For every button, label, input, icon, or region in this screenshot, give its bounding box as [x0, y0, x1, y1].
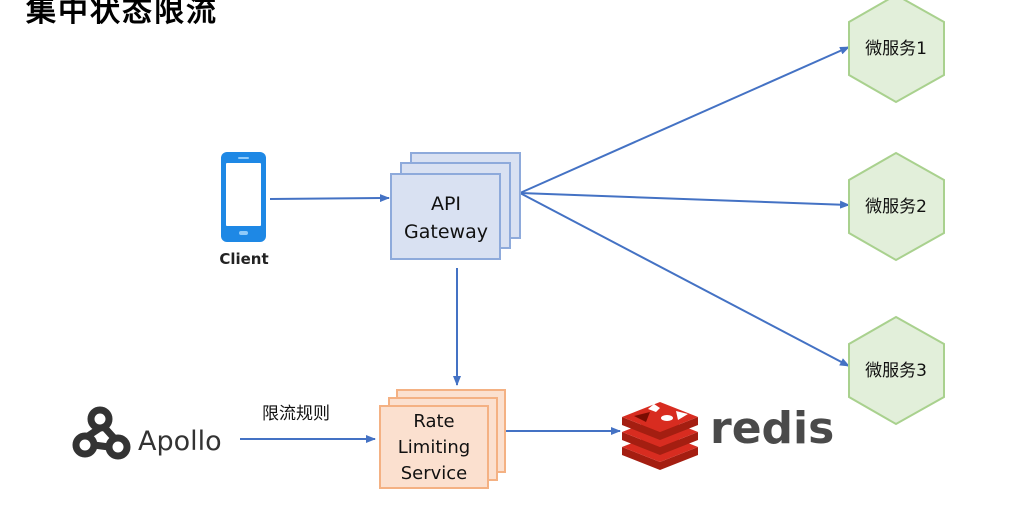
arrow-gateway-to-service1: [519, 46, 850, 194]
client-label: Client: [219, 250, 268, 268]
limiter-box: [379, 405, 489, 489]
page-title: 集中状态限流: [26, 0, 218, 29]
arrow-gateway-to-service2: [519, 192, 850, 209]
service-1-label: 微服务1: [865, 39, 927, 59]
service-3-label: 微服务3: [865, 361, 927, 381]
mobile-phone-icon: [221, 152, 266, 242]
service-1-hexagon: [848, 0, 945, 104]
service-2-hexagon: [848, 151, 945, 262]
client-node[interactable]: Client: [219, 152, 269, 268]
apollo-label: Apollo: [138, 426, 222, 457]
redis-logo-icon: [622, 402, 698, 470]
service-1-node[interactable]: 微服务1: [848, 0, 945, 104]
redis-node[interactable]: redis: [622, 402, 834, 470]
apollo-webhook-icon: [72, 406, 131, 460]
gateway-box: [390, 173, 501, 260]
service-3-hexagon: [848, 315, 945, 426]
rate-limiter-node[interactable]: Rate Limiting Service: [379, 389, 506, 489]
limiter-label-line2: Limiting: [398, 437, 470, 458]
api-gateway-node[interactable]: API Gateway: [390, 152, 521, 260]
service-2-node[interactable]: 微服务2: [848, 151, 945, 262]
arrow-gateway-to-service3: [519, 192, 850, 367]
gateway-label-line1: API: [431, 193, 461, 215]
gateway-label-line2: Gateway: [404, 221, 488, 243]
service-2-label: 微服务2: [865, 197, 927, 217]
arrow-client-to-gateway: [269, 194, 390, 203]
redis-label: redis: [710, 403, 834, 454]
rules-label: 限流规则: [262, 404, 330, 424]
service-3-node[interactable]: 微服务3: [848, 315, 945, 426]
connector-arrows: [240, 46, 850, 443]
apollo-node[interactable]: Apollo: [72, 406, 222, 460]
limiter-label-line3: Service: [401, 463, 468, 484]
limiter-label-line1: Rate: [413, 411, 454, 432]
